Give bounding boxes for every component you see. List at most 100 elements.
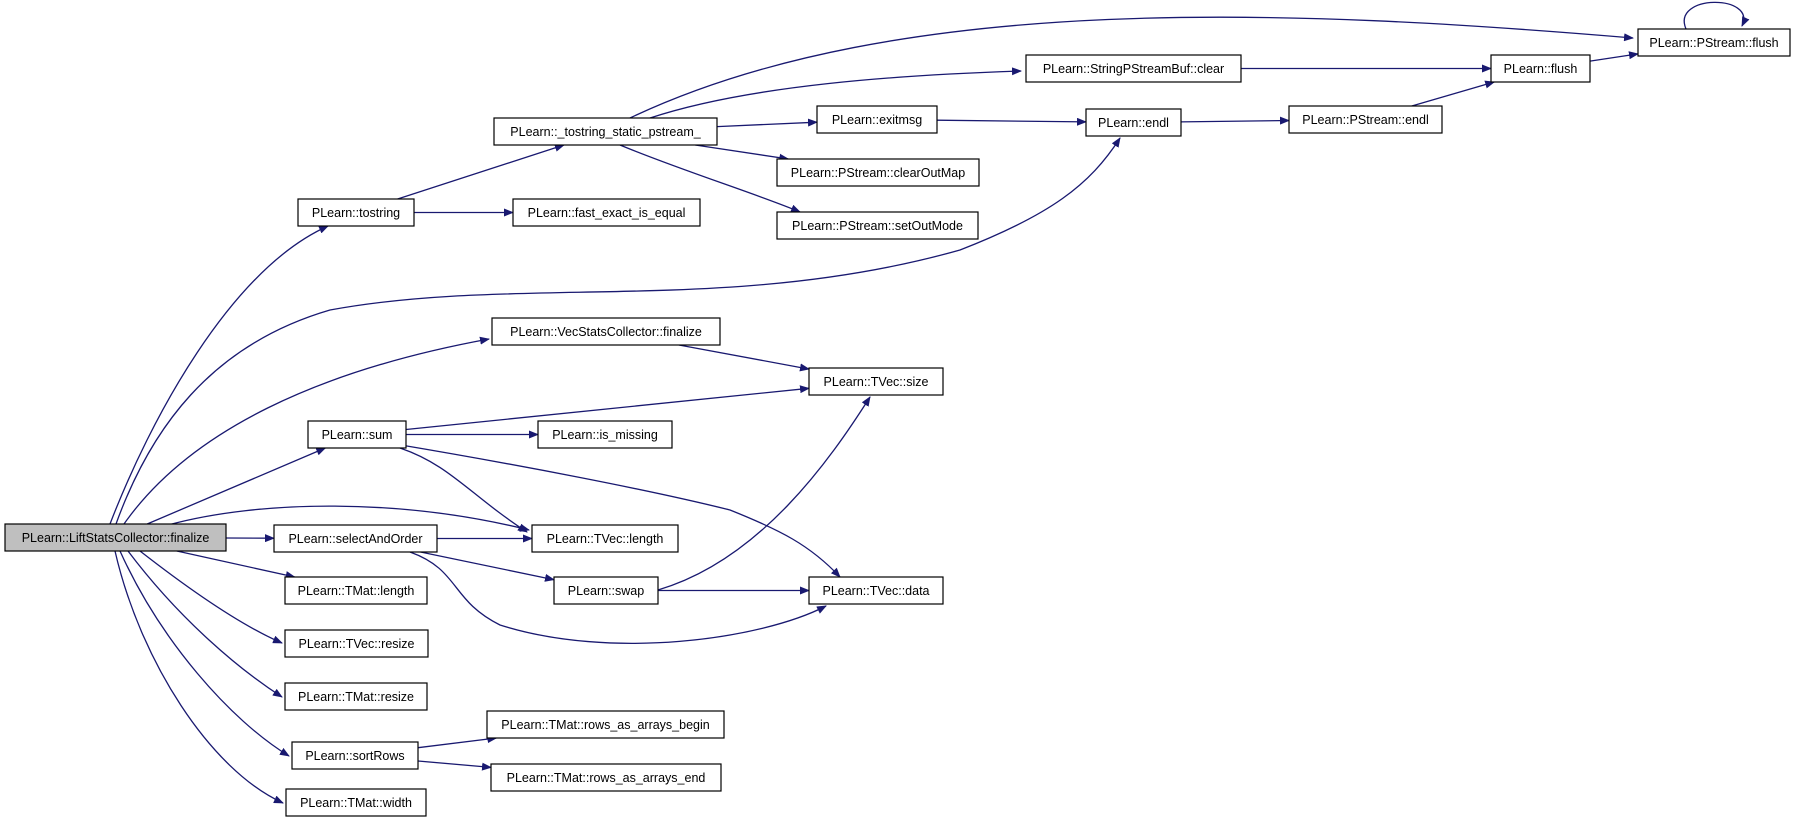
node-label: PLearn::_tostring_static_pstream_ <box>510 125 701 139</box>
node-box[interactable] <box>512 198 701 227</box>
node-box[interactable] <box>284 629 429 658</box>
edge-root-to-tmatwidth <box>114 550 284 804</box>
node-endl[interactable]: PLearn::endl <box>1085 108 1182 137</box>
node-sum[interactable]: PLearn::sum <box>307 420 407 449</box>
edge-selectandorder-to-tvecdata <box>409 551 827 644</box>
node-label: PLearn::PStream::endl <box>1302 113 1428 127</box>
edge-sum-to-tvecsize <box>405 385 810 431</box>
node-box[interactable] <box>491 317 721 346</box>
node-box[interactable] <box>284 682 428 711</box>
node-tveclength[interactable]: PLearn::TVec::length <box>531 524 679 553</box>
node-label: PLearn::swap <box>568 584 644 598</box>
edge-swap-to-tvecsize <box>657 396 871 591</box>
edge-psendl-to-flush <box>1411 80 1496 107</box>
node-box[interactable] <box>1025 54 1242 83</box>
node-box[interactable] <box>1637 28 1791 57</box>
node-label: PLearn::PStream::setOutMode <box>792 219 963 233</box>
edge-psflush-to-psflush <box>1683 1 1750 30</box>
edge-tostring_static-to-spsbclear <box>649 67 1022 119</box>
node-tostring[interactable]: PLearn::tostring <box>297 198 415 227</box>
node-label: PLearn::sum <box>322 428 393 442</box>
edge-endl-to-psendl <box>1180 116 1290 125</box>
node-tvecdata[interactable]: PLearn::TVec::data <box>808 576 944 605</box>
node-label: PLearn::TVec::resize <box>298 637 414 651</box>
node-box[interactable] <box>537 420 673 449</box>
edge-sortrows-to-rowsend <box>417 760 492 771</box>
node-box[interactable] <box>776 158 980 187</box>
node-rowsend[interactable]: PLearn::TMat::rows_as_arrays_end <box>490 763 722 792</box>
node-tmatwidth[interactable]: PLearn::TMat::width <box>285 788 427 817</box>
node-label: PLearn::PStream::clearOutMap <box>791 166 965 180</box>
node-psendl[interactable]: PLearn::PStream::endl <box>1288 105 1443 134</box>
node-label: PLearn::TMat::resize <box>298 690 414 704</box>
edge-selectandorder-to-swap <box>420 551 555 582</box>
node-tvecsize[interactable]: PLearn::TVec::size <box>808 367 944 396</box>
node-box[interactable] <box>776 211 979 240</box>
nodes-layer: PLearn::LiftStatsCollector::finalizePLea… <box>4 28 1791 817</box>
node-tostring_static[interactable]: PLearn::_tostring_static_pstream_ <box>493 117 718 146</box>
edge-sum-to-tveclength <box>399 447 528 533</box>
node-box[interactable] <box>531 524 679 553</box>
node-label: PLearn::TVec::length <box>547 532 664 546</box>
edge-tostring_static-to-exitmsg <box>716 118 818 128</box>
node-ismissing[interactable]: PLearn::is_missing <box>537 420 673 449</box>
node-label: PLearn::PStream::flush <box>1649 36 1778 50</box>
edge-root-to-sortrows <box>119 550 290 757</box>
edge-tostring_static-to-setoutmode <box>619 144 801 213</box>
node-box[interactable] <box>553 576 659 605</box>
node-label: PLearn::LiftStatsCollector::finalize <box>22 531 210 545</box>
node-label: PLearn::fast_exact_is_equal <box>528 206 686 220</box>
node-box[interactable] <box>307 420 407 449</box>
node-spsbclear[interactable]: PLearn::StringPStreamBuf::clear <box>1025 54 1242 83</box>
node-label: PLearn::TVec::size <box>824 375 929 389</box>
node-box[interactable] <box>297 198 415 227</box>
edge-root-to-tmatlength <box>176 550 296 579</box>
node-label: PLearn::TMat::width <box>300 796 412 810</box>
node-swap[interactable]: PLearn::swap <box>553 576 659 605</box>
node-box[interactable] <box>285 788 427 817</box>
node-label: PLearn::TMat::length <box>298 584 415 598</box>
node-label: PLearn::endl <box>1098 116 1169 130</box>
node-clearoutmap[interactable]: PLearn::PStream::clearOutMap <box>776 158 980 187</box>
edges-layer <box>109 1 1750 804</box>
node-selectandorder[interactable]: PLearn::selectAndOrder <box>273 524 438 553</box>
node-box[interactable] <box>1085 108 1182 137</box>
node-tvecresize[interactable]: PLearn::TVec::resize <box>284 629 429 658</box>
node-box[interactable] <box>273 524 438 553</box>
node-box[interactable] <box>816 105 938 134</box>
edge-sortrows-to-rowsbegin <box>417 735 498 749</box>
edge-sum-to-tvecdata <box>394 443 841 578</box>
node-flush[interactable]: PLearn::flush <box>1490 54 1591 83</box>
node-tmatresize[interactable]: PLearn::TMat::resize <box>284 682 428 711</box>
node-setoutmode[interactable]: PLearn::PStream::setOutMode <box>776 211 979 240</box>
edge-tostring_static-to-clearoutmap <box>695 144 790 162</box>
node-box[interactable] <box>493 117 718 146</box>
node-box[interactable] <box>291 741 419 770</box>
edge-vscfinalize-to-tvecsize <box>678 344 810 372</box>
node-label: PLearn::is_missing <box>552 428 658 442</box>
edge-tostring_static-to-psflush <box>629 16 1634 119</box>
node-rowsbegin[interactable]: PLearn::TMat::rows_as_arrays_begin <box>486 710 725 739</box>
node-box[interactable] <box>4 523 227 552</box>
node-exitmsg[interactable]: PLearn::exitmsg <box>816 105 938 134</box>
node-box[interactable] <box>1490 54 1591 83</box>
node-vscfinalize[interactable]: PLearn::VecStatsCollector::finalize <box>491 317 721 346</box>
node-box[interactable] <box>808 576 944 605</box>
node-box[interactable] <box>486 710 725 739</box>
node-tmatlength[interactable]: PLearn::TMat::length <box>284 576 428 605</box>
node-root[interactable]: PLearn::LiftStatsCollector::finalize <box>4 523 227 552</box>
node-label: PLearn::exitmsg <box>832 113 922 127</box>
node-label: PLearn::VecStatsCollector::finalize <box>510 325 702 339</box>
node-fast_exact[interactable]: PLearn::fast_exact_is_equal <box>512 198 701 227</box>
node-psflush[interactable]: PLearn::PStream::flush <box>1637 28 1791 57</box>
edge-tostring-to-tostring_static <box>397 143 565 200</box>
node-label: PLearn::StringPStreamBuf::clear <box>1043 62 1224 76</box>
node-sortrows[interactable]: PLearn::sortRows <box>291 741 419 770</box>
node-box[interactable] <box>808 367 944 396</box>
node-box[interactable] <box>284 576 428 605</box>
node-label: PLearn::TMat::rows_as_arrays_end <box>507 771 706 785</box>
node-label: PLearn::tostring <box>312 206 400 220</box>
node-box[interactable] <box>1288 105 1443 134</box>
node-box[interactable] <box>490 763 722 792</box>
